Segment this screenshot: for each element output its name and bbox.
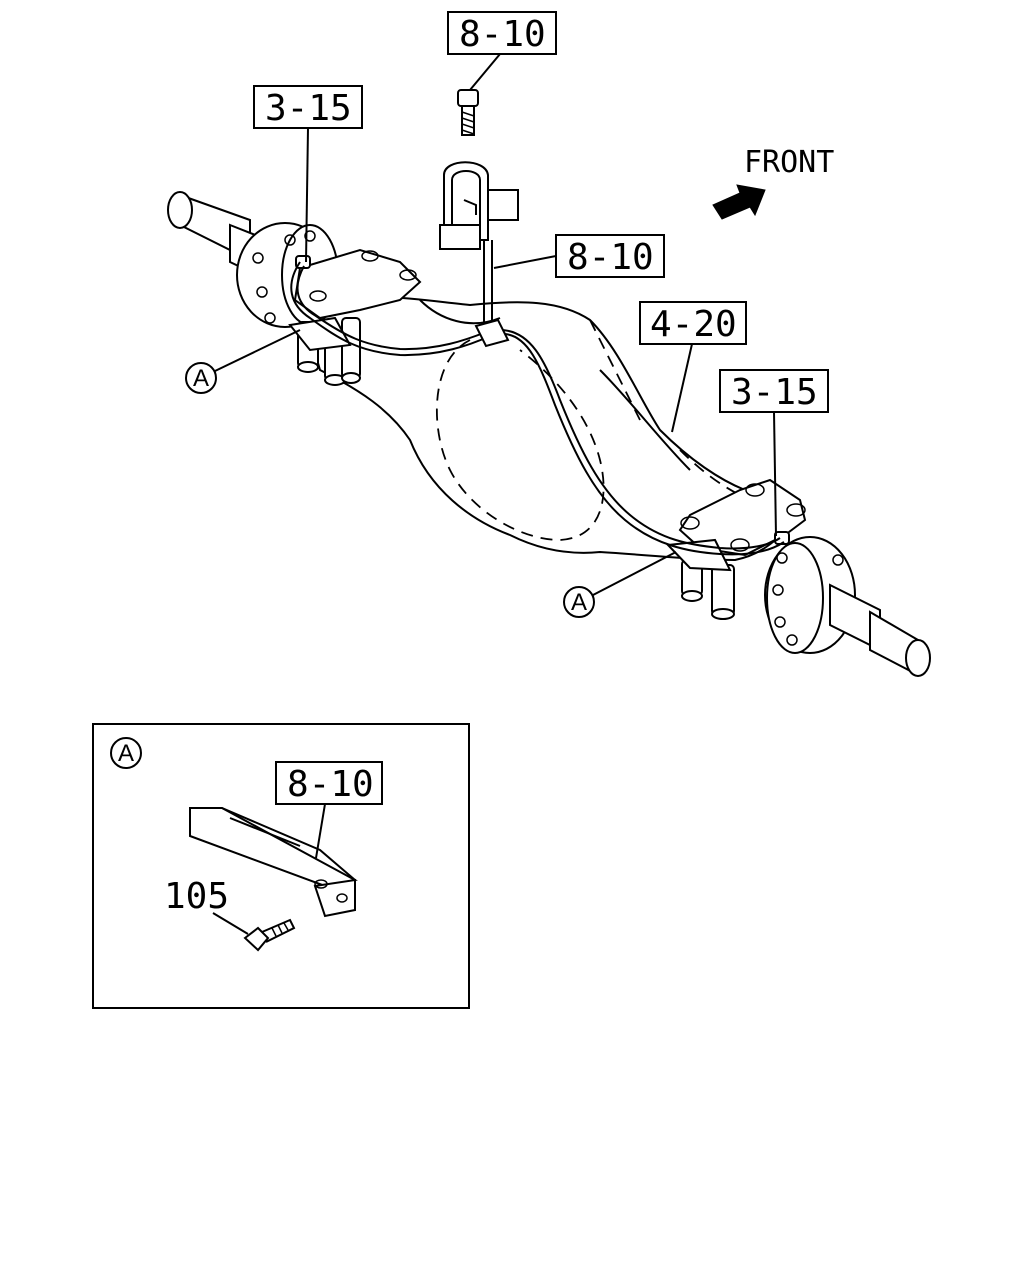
callout-a-left: A: [185, 329, 301, 394]
ref-label-left-hub: 3-15: [253, 85, 363, 263]
hex-bolt-head-icon: [243, 926, 270, 952]
callout-a-right-text: A: [571, 589, 587, 616]
bolt-105: [243, 918, 296, 952]
ref-label-right-hub-text: 3-15: [731, 372, 818, 413]
right-hub-assembly: [665, 478, 931, 677]
ref-label-housing: 4-20: [639, 301, 747, 433]
ref-label-left-hub-text: 3-15: [265, 88, 352, 129]
callout-a-left-text: A: [193, 365, 209, 392]
ref-label-top-bolt-text: 8-10: [459, 14, 546, 55]
bracket-part: [189, 807, 358, 918]
arrow-icon: [712, 184, 766, 220]
harness-connector: [439, 89, 519, 250]
callout-a-right: A: [563, 551, 677, 618]
ref-label-center-clip-text: 8-10: [567, 237, 654, 278]
left-hub-assembly: [167, 191, 422, 386]
ref-label-right-hub: 3-15: [719, 369, 829, 537]
ref-label-center-clip: 8-10: [493, 234, 665, 278]
front-direction-arrow: FRONT: [712, 145, 834, 220]
sensor-harness: [290, 240, 785, 556]
detail-a-panel: A 8-10 105: [92, 723, 470, 1009]
ref-label-housing-text: 4-20: [650, 304, 737, 345]
detail-bolt-number: 105: [164, 876, 229, 917]
front-label: FRONT: [744, 145, 834, 180]
detail-bracket-ref: 8-10: [287, 764, 374, 805]
ref-label-top-bolt: 8-10: [447, 11, 557, 91]
detail-a-title: A: [118, 740, 134, 767]
bolt-head-icon: [457, 89, 479, 107]
